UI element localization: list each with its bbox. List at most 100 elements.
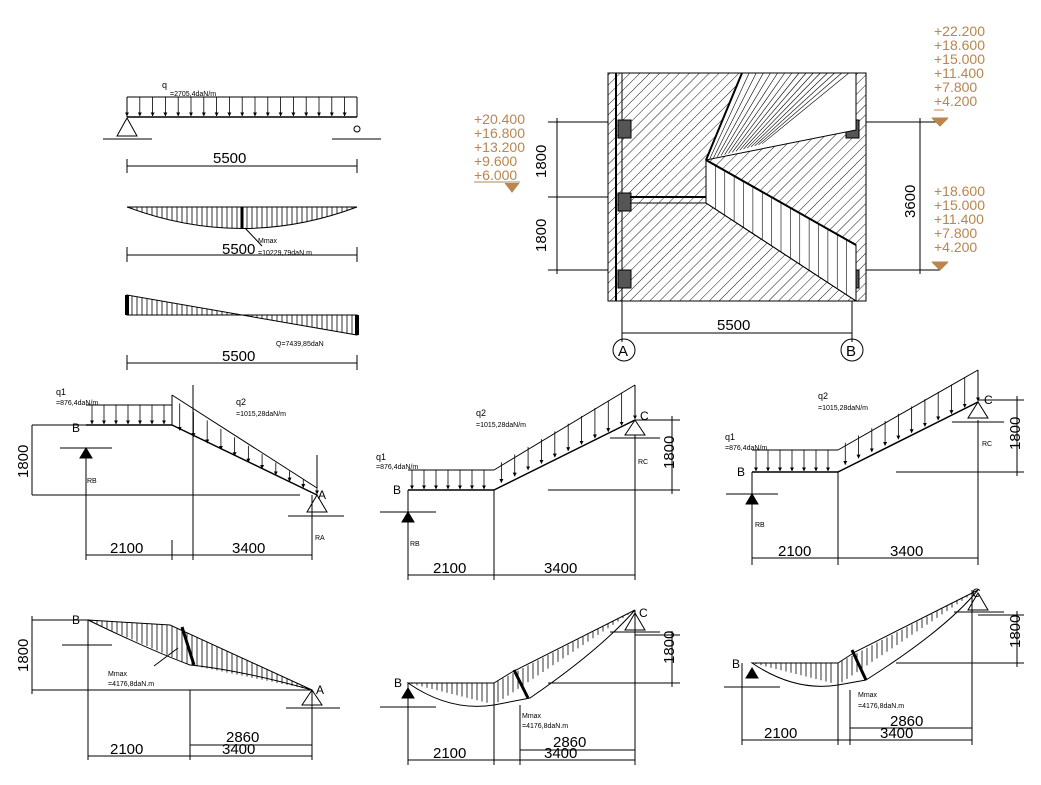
stair-tread [720,72,771,156]
span-slope-moment-right: 3400 [880,725,913,742]
shear-value: Q=7439,85daN [276,341,324,348]
flight-load-middle [380,384,680,580]
node-c-right: C [984,393,993,407]
elevation-list-left: +20.400+16.800+13.200+9.600+6.000 [474,111,525,183]
span-flat-right: 2100 [778,543,811,560]
plan-dim-upper: 1800 [533,145,550,178]
q1-value-right: =876,4daN/m [725,445,767,452]
moment-diagram [126,206,358,262]
flight-load-left [31,385,344,560]
elevation-label: +11.400 [934,65,984,81]
stair-tread [743,72,814,150]
node-c-moment-right: C [972,586,981,600]
elevation-label: +9.600 [474,153,517,169]
mmax-label-mid: Mmax [522,713,542,720]
q1-value-left: =876,4daN/m [56,400,98,407]
moment-value-left: =4176,8daN.m [108,681,154,688]
rc-right: RC [982,441,992,448]
span-flat-moment-mid: 2100 [433,745,466,762]
rb-right: RB [755,522,765,529]
stair-tread [728,72,785,154]
stair-tread [758,72,842,146]
moment-value-mid: =4176,8daN.m [522,723,568,730]
span-dim-3: 5500 [222,348,255,365]
height-left: 1800 [15,445,32,478]
q2-value-left: =1015,28daN/m [236,411,286,418]
flight-moment-right [724,589,1024,745]
rb-left: RB [87,478,97,485]
node-a-moment-left: A [316,683,324,697]
elevation-label: +6.000 [474,167,517,183]
height-moment-right: 1800 [1007,615,1024,648]
elevation-label: +7.800 [934,79,977,95]
node-b-left: B [72,421,80,435]
node-c-mid: C [640,409,649,423]
elevation-list-right-top: +22.200+18.600+15.000+11.400+7.800+4.200 [934,23,985,109]
mmax-label-top: Mmax [258,238,278,245]
beam-load-diagram [103,96,381,173]
span-dim-2: 5500 [222,241,255,258]
stair-tread [762,72,850,144]
elevation-label: +11.400 [934,211,984,227]
stair-tread [716,72,764,157]
span-slope-moment-mid: 3400 [544,745,577,762]
load-value: =2705,4daN/m [170,91,216,98]
node-b-moment-left: B [72,613,80,627]
span-flat-moment-right: 2100 [764,725,797,742]
stair-tread [754,72,835,147]
height-moment-mid: 1800 [661,631,678,664]
load-arrows [125,97,347,117]
q2-value-right: =1015,28daN/m [818,405,868,412]
span-slope-mid: 3400 [544,560,577,577]
sub-span-left: 2860 [226,729,259,746]
q1-label-left: q1 [56,387,66,397]
stair-tread [739,72,807,151]
q2-label-left: q2 [236,397,246,407]
sub-span-mid: 2860 [553,734,586,751]
elevation-label: +22.200 [934,23,985,39]
height-right: 1800 [1007,417,1024,450]
height-moment-left: 1800 [15,639,32,672]
q1-value-mid: =876,4daN/m [376,464,418,471]
node-c-moment-mid: C [639,606,648,620]
mmax-label-left: Mmax [108,671,128,678]
elevation-list-right-bottom: +18.600+15.000+11.400+7.800+4.200 [934,183,985,255]
rc-mid: RC [638,459,648,466]
mmax-label-right: Mmax [858,692,878,699]
stair-tread [732,72,793,153]
moment-value-top: =10229,79daN.m [258,250,312,257]
elevation-label: +4.200 [934,93,977,109]
elevation-label: +15.000 [934,51,985,67]
span-flat-left: 2100 [110,540,143,557]
node-a-left: A [318,488,326,502]
stair-plan [548,72,940,362]
height-mid: 1800 [661,436,678,469]
stair-tread [750,72,828,148]
elevation-label: +15.000 [934,197,985,213]
stair-tread [713,72,757,158]
q1-label-right: q1 [725,432,735,442]
elevation-label: +13.200 [474,139,525,155]
flight-load-right [726,369,1024,565]
stair-tread [709,72,750,160]
span-flat-mid: 2100 [433,560,466,577]
shear-diagram [125,294,359,370]
node-b-moment-mid: B [394,676,402,690]
ra-left: RA [315,535,325,542]
span-flat-moment-left: 2100 [110,741,143,758]
elevation-label: +20.400 [474,111,525,127]
rb-mid: RB [410,541,420,548]
span-slope-left: 3400 [232,540,265,557]
sub-span-right: 2860 [890,713,923,730]
plan-dim-right: 3600 [902,185,919,218]
elevation-label: +18.600 [934,37,985,53]
axis-label-left: A [618,343,628,360]
span-dim-1: 5500 [213,150,246,167]
span-slope-right: 3400 [890,543,923,560]
node-b-right: B [737,465,745,479]
elevation-markers [474,109,949,271]
load-q-label: q [162,80,167,90]
q2-label-mid: q2 [476,408,486,418]
q2-label-right: q2 [818,391,828,401]
